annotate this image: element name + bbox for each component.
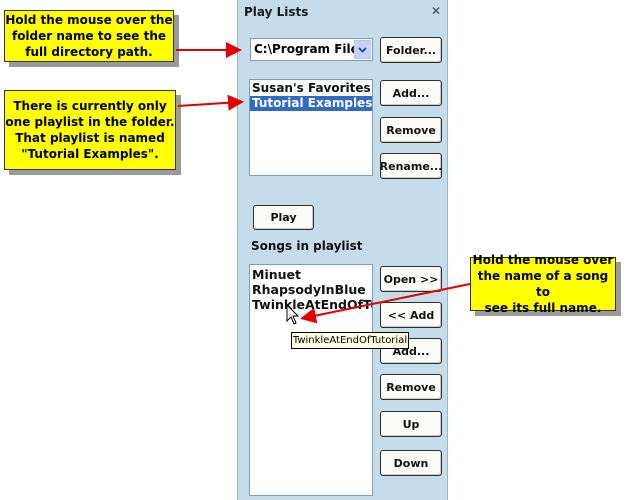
add-to-playlist-button[interactable]: << Add (380, 302, 442, 328)
remove-playlist-button[interactable]: Remove (380, 117, 442, 143)
callout-line: full directory path. (25, 45, 153, 59)
callout-line: "Tutorial Examples". (21, 147, 159, 161)
arrow-to-song (300, 283, 471, 324)
callout-line: There is currently only (13, 99, 167, 113)
folder-combobox[interactable]: C:\Program Files (250, 38, 373, 61)
callout-line: the name of a song to (477, 269, 609, 299)
play-lists-panel: Play Lists ✕ C:\Program Files Folder... … (237, 0, 448, 500)
folder-button[interactable]: Folder... (380, 37, 442, 63)
move-up-button[interactable]: Up (380, 411, 442, 437)
add-playlist-button[interactable]: Add... (380, 80, 442, 106)
play-button[interactable]: Play (253, 205, 314, 230)
playlist-item-selected[interactable]: Tutorial Examples (250, 96, 373, 111)
move-down-button[interactable]: Down (380, 450, 442, 476)
open-song-button[interactable]: Open >> (380, 266, 442, 292)
song-name-tooltip: TwinkleAtEndOfTutorial (291, 332, 409, 349)
callout-line: one playlist in the folder. (5, 115, 175, 129)
callout-line: Hold the mouse over the (5, 13, 173, 27)
folder-path: C:\Program Files (254, 42, 354, 56)
callout-line: That playlist is named (15, 131, 165, 145)
songs-listbox[interactable]: Minuet RhapsodyInBlue TwinkleAtEndOfTuto… (249, 264, 373, 496)
arrow-to-playlist (177, 94, 244, 111)
callout-folder-hint: Hold the mouse over the folder name to s… (4, 10, 174, 62)
callout-song-hint: Hold the mouse over the name of a song t… (470, 253, 616, 315)
rename-playlist-button[interactable]: Rename... (380, 153, 442, 179)
close-icon[interactable]: ✕ (430, 4, 441, 18)
song-item[interactable]: RhapsodyInBlue (252, 282, 366, 297)
callout-line: Hold the mouse over (472, 253, 614, 267)
callout-line: folder name to see the (11, 29, 167, 43)
panel-title: Play Lists (244, 5, 309, 19)
callout-line: see its full name. (484, 301, 602, 315)
song-item[interactable]: TwinkleAtEndOfTutorial (252, 297, 372, 312)
chevron-down-icon[interactable] (354, 40, 371, 59)
songs-in-playlist-label: Songs in playlist (251, 239, 363, 253)
callout-playlist-hint: There is currently only one playlist in … (4, 90, 176, 170)
mouse-pointer-icon (286, 303, 300, 325)
remove-song-button[interactable]: Remove (380, 374, 442, 400)
playlist-listbox[interactable]: Susan's Favorites Tutorial Examples (249, 79, 373, 176)
playlist-item[interactable]: Susan's Favorites (252, 81, 371, 95)
song-item[interactable]: Minuet (252, 267, 301, 282)
